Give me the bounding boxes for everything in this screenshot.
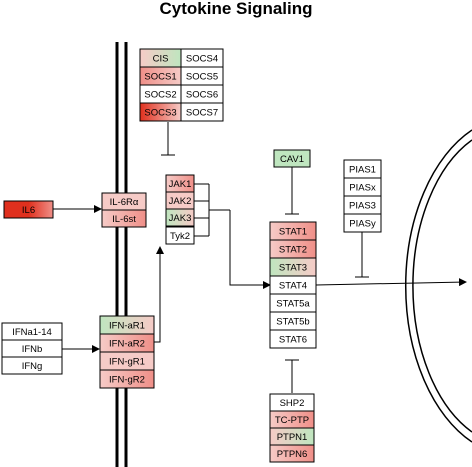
gene-label-stat2: STAT2 [279,245,307,256]
gene-box-il6-bg [3,200,54,219]
gene-label-tcptp: TC-PTP [275,415,309,426]
gene-label-socs6: SOCS6 [186,90,218,101]
gene-box-jak2[interactable]: JAK2 [165,191,195,210]
gene-box-socs3[interactable]: SOCS3 [139,102,182,122]
gene-box-stat6[interactable]: STAT6 [269,329,317,349]
gene-box-pias3[interactable]: PIAS3 [343,195,382,215]
gene-box-il6ra[interactable]: IL-6Rα [101,192,147,211]
edge-ifnr-jak [154,246,164,343]
gene-label-piasy: PIASy [349,219,376,230]
diagram-title: Cytokine Signaling [159,0,312,18]
gene-box-ifngr1[interactable]: IFN-gR1 [99,351,155,371]
gene-box-jak3[interactable]: JAK3 [165,208,195,227]
gene-box-tcptp[interactable]: TC-PTP [269,410,315,429]
gene-label-socs2: SOCS2 [144,90,176,101]
gene-box-tyk2[interactable]: Tyk2 [165,226,195,245]
gene-label-tyk2: Tyk2 [170,231,190,242]
gene-box-piasx[interactable]: PIASx [343,177,382,197]
gene-label-il6: IL6 [22,205,35,216]
gene-label-socs4: SOCS4 [186,54,218,65]
gene-box-stat5b[interactable]: STAT5b [269,311,317,331]
gene-label-socs7: SOCS7 [186,108,218,119]
gene-label-cis: CIS [153,54,169,65]
gene-box-socs5[interactable]: SOCS5 [180,66,224,86]
gene-label-stat6: STAT6 [279,335,307,346]
gene-box-ptpn6[interactable]: PTPN6 [269,444,315,463]
gene-box-stat6-bg [269,329,317,349]
gene-label-ifngr1: IFN-gR1 [109,357,145,368]
gene-label-stat1: STAT1 [279,227,307,238]
gene-box-socs1[interactable]: SOCS1 [139,66,182,86]
gene-box-cav1[interactable]: CAV1 [273,149,311,168]
gene-label-socs5: SOCS5 [186,72,218,83]
gene-box-ifnar2[interactable]: IFN-aR2 [99,333,155,353]
edge-stat4-nucleus [315,278,467,287]
gene-label-ifnb: IFNb [22,344,43,355]
gene-box-ifngr2-bg [99,369,155,389]
gene-box-jak3-bg [165,208,195,227]
gene-label-jak2: JAK2 [169,196,192,207]
gene-label-ptpn1: PTPN1 [277,432,308,443]
gene-box-socs2[interactable]: SOCS2 [139,84,182,104]
gene-label-socs3: SOCS3 [144,108,176,119]
gene-box-stat1[interactable]: STAT1 [269,221,317,241]
gene-box-shp2[interactable]: SHP2 [269,393,315,412]
gene-box-ifng[interactable]: IFNg [1,356,63,375]
gene-box-ifnb[interactable]: IFNb [1,339,63,358]
gene-label-shp2: SHP2 [280,398,305,409]
gene-box-tyk2-bg [165,226,195,245]
gene-label-jak1: JAK1 [169,179,192,190]
edges [53,122,467,393]
gene-box-cav1-bg [273,149,311,168]
gene-label-pias3: PIAS3 [349,201,376,212]
gene-box-ifngr2[interactable]: IFN-gR2 [99,369,155,389]
gene-box-ifng-bg [1,356,63,375]
gene-box-pias1[interactable]: PIAS1 [343,159,382,179]
gene-box-stat4[interactable]: STAT4 [269,275,317,295]
gene-box-il6st-bg [101,209,147,228]
gene-box-ptpn1[interactable]: PTPN1 [269,427,315,446]
gene-box-il6[interactable]: IL6 [3,200,54,219]
gene-label-stat3: STAT3 [279,263,307,274]
gene-label-ifnar2: IFN-aR2 [109,339,145,350]
gene-box-socs7-bg [180,102,224,122]
gene-box-stat3[interactable]: STAT3 [269,257,317,277]
gene-box-cis[interactable]: CIS [139,48,182,68]
gene-box-ifnar1[interactable]: IFN-aR1 [99,315,155,335]
gene-box-socs7[interactable]: SOCS7 [180,102,224,122]
gene-label-pias1: PIAS1 [349,165,376,176]
gene-box-jak1[interactable]: JAK1 [165,174,195,193]
nucleus-inner [412,139,472,433]
nucleus-outer [405,129,472,443]
gene-box-socs6[interactable]: SOCS6 [180,84,224,104]
gene-box-piasy-bg [343,213,382,233]
gene-box-piasy[interactable]: PIASy [343,213,382,233]
gene-label-stat5b: STAT5b [276,317,309,328]
gene-label-ifna: IFNa1-14 [12,327,52,338]
gene-label-cav1: CAV1 [280,154,304,165]
gene-label-ptpn6: PTPN6 [277,449,308,460]
gene-label-il6st: IL-6st [112,214,136,225]
gene-box-il6st[interactable]: IL-6st [101,209,147,228]
gene-label-piasx: PIASx [349,183,376,194]
gene-label-stat5a: STAT5a [276,299,310,310]
gene-box-ifna[interactable]: IFNa1-14 [1,322,63,341]
gene-box-stat2[interactable]: STAT2 [269,239,317,259]
gene-label-jak3: JAK3 [169,213,192,224]
gene-label-ifnar1: IFN-aR1 [109,321,145,332]
gene-label-stat4: STAT4 [279,281,307,292]
gene-label-il6ra: IL-6Rα [110,197,139,208]
gene-box-ptpn6-bg [269,444,315,463]
gene-label-ifngr2: IFN-gR2 [109,375,145,386]
gene-label-socs1: SOCS1 [144,72,176,83]
gene-label-ifng: IFNg [22,361,43,372]
gene-box-stat5a[interactable]: STAT5a [269,293,317,313]
gene-box-socs4[interactable]: SOCS4 [180,48,224,68]
edge-jak-stat [229,210,271,289]
